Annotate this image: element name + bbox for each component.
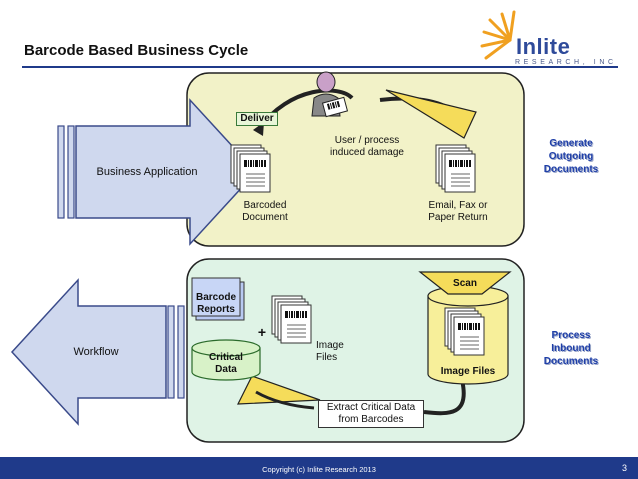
process-inbound-label: Process Inbound Documents [532,329,610,368]
workflow-label: Workflow [73,346,119,358]
barcoded-document-line-2: Document [242,212,288,223]
image-files-db-label: Image Files [440,366,496,377]
critical-data-line-2: Data [215,364,237,375]
image-files-label: Image Files [316,340,356,364]
critical-data-cylinder [191,339,261,381]
deliver-label: Deliver [236,112,278,126]
email-fax-line-1: Email, Fax or [428,200,488,211]
barcoded-document-label: Barcoded Document [228,200,302,224]
generate-outgoing-label: Generate Outgoing Documents [532,137,610,176]
barcode-reports-line-1: Barcode [195,292,236,303]
image-files-line-1: Image [316,340,344,351]
generate-line-1: Generate [549,138,593,149]
extract-line-2: from Barcodes [338,414,404,425]
generate-line-3: Documents [543,164,599,175]
email-fax-label: Email, Fax or Paper Return [416,200,500,224]
generate-line-2: Outgoing [548,151,594,162]
critical-data-label: Critical Data [192,352,260,376]
logo-graphic [480,10,516,60]
logo-text: Inlite [516,34,571,59]
page-number: 3 [622,463,628,473]
logo-subtitle: RESEARCH, INC [515,59,617,66]
extract-critical-data-box: Extract Critical Data from Barcodes [318,400,424,428]
barcode-reports-line-2: Reports [197,304,235,315]
barcoded-document-stack [231,145,270,192]
title-rule [22,66,618,68]
user-damage-label: User / process induced damage [318,135,416,159]
db-document-stack [445,308,484,355]
scan-label: Scan [453,278,477,289]
business-application-label: Business Application [96,166,198,178]
user-damage-line-2: induced damage [330,147,404,158]
email-fax-line-2: Paper Return [428,212,488,223]
email-document-stack [436,145,475,192]
copyright-text: Copyright (c) Inlite Research 2013 [262,465,376,474]
image-files-stack [272,296,311,343]
barcode-reports-label: Barcode Reports [192,292,240,316]
image-files-line-2: Files [316,352,338,363]
bottom-flow-curve [423,379,466,416]
workflow-arrow [10,278,185,426]
footer-bar [0,457,638,479]
process-line-2: Inbound [551,343,591,354]
business-application-arrow [57,98,258,246]
page-title: Barcode Based Business Cycle [24,42,249,59]
top-flow-arrowhead [385,89,477,139]
scan-funnel [418,271,512,295]
extract-line-1: Extract Critical Data [326,402,416,413]
process-line-3: Documents [543,356,599,367]
user-damage-line-1: User / process [334,135,400,146]
plus-sign: + [257,324,267,340]
barcoded-document-line-1: Barcoded [243,200,287,211]
critical-data-line-1: Critical [209,352,243,363]
process-line-1: Process [551,330,591,341]
user-figure [311,71,349,118]
